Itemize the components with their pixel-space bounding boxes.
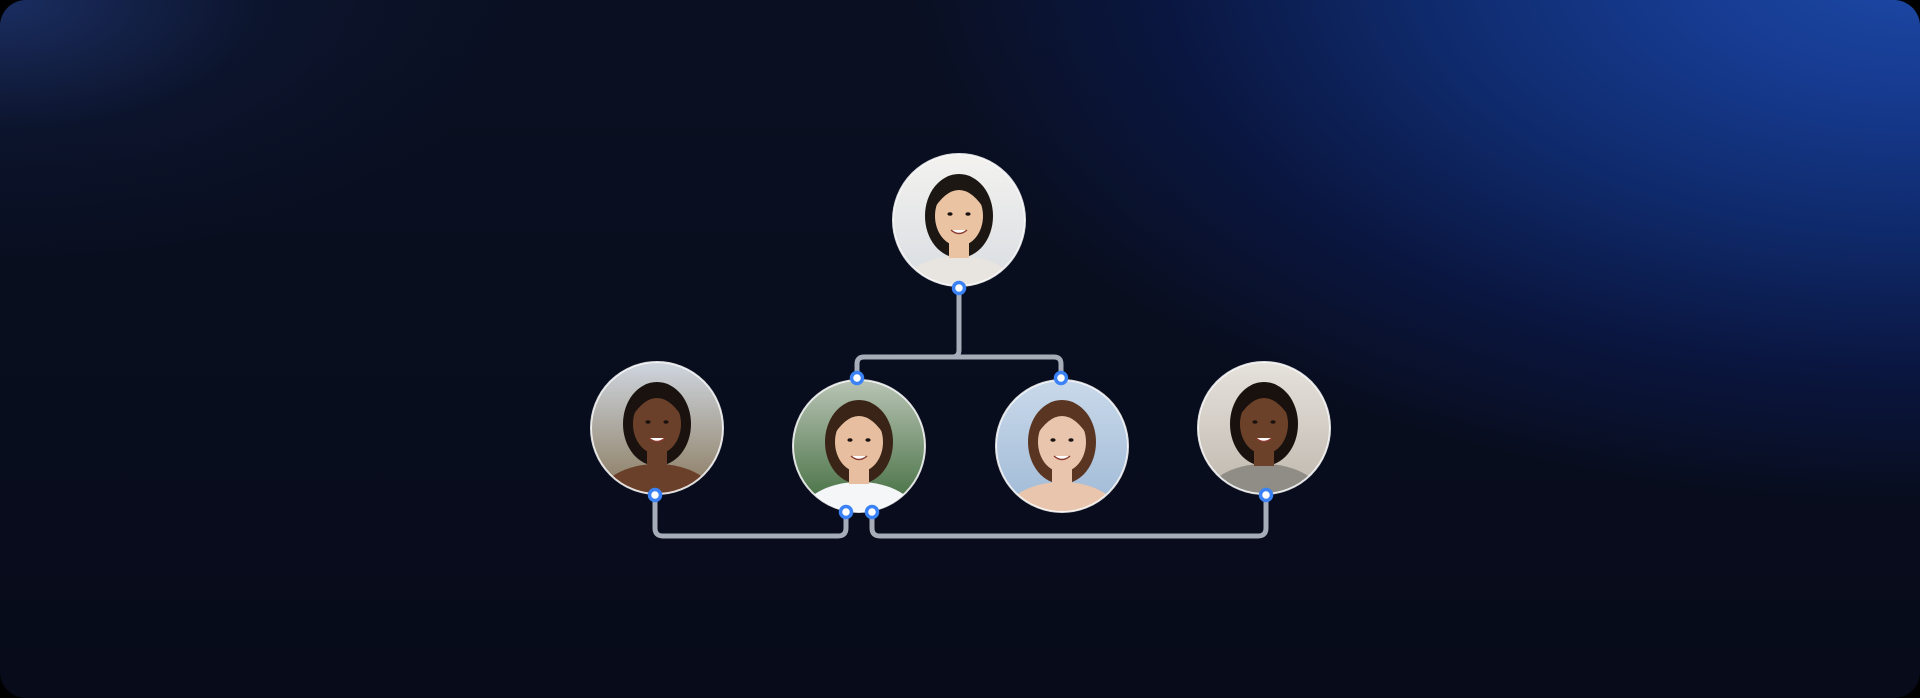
connector-left-to-center-left <box>652 492 849 539</box>
connectors-layer <box>652 285 1269 539</box>
port-right-bottom[interactable] <box>1258 487 1274 503</box>
person-node-left[interactable] <box>590 361 724 532</box>
connector-top-to-children <box>854 285 1064 381</box>
person-avatar-icon <box>793 380 925 512</box>
port-top-bottom[interactable] <box>951 280 967 296</box>
connector-center-left-to-right <box>869 492 1269 539</box>
ports-layer <box>647 280 1274 520</box>
person-avatar-icon <box>1198 362 1330 494</box>
port-left-bottom[interactable] <box>647 487 663 503</box>
port-center-left-bottom-b[interactable] <box>864 504 880 520</box>
person-node-center-right[interactable] <box>995 379 1129 550</box>
port-center-left-top[interactable] <box>849 370 865 386</box>
port-center-left-bottom-a[interactable] <box>838 504 854 520</box>
person-avatar-icon <box>591 362 723 494</box>
person-avatar-icon <box>893 154 1025 286</box>
nodes-layer <box>590 153 1331 550</box>
person-avatar-icon <box>996 380 1128 512</box>
person-node-right[interactable] <box>1197 361 1331 532</box>
port-center-right-top[interactable] <box>1053 370 1069 386</box>
person-node-top[interactable] <box>892 153 1026 324</box>
person-node-center-left[interactable] <box>792 379 926 550</box>
